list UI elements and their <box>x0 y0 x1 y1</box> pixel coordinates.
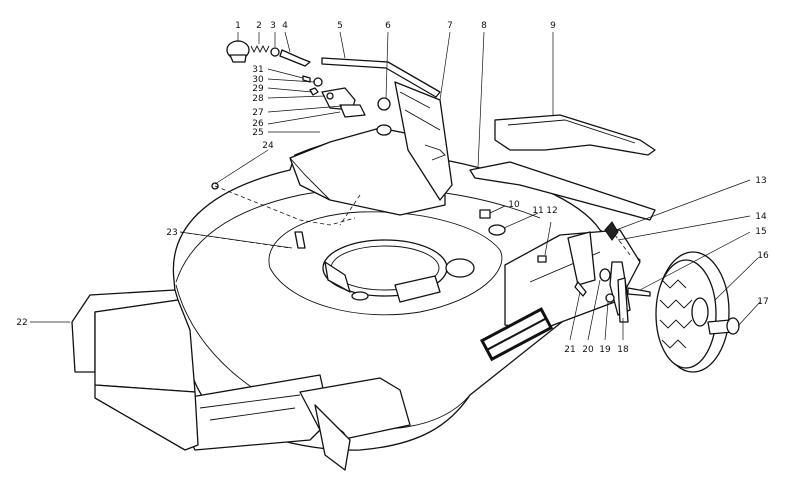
callout-10: 10 <box>508 200 520 210</box>
callout-13: 13 <box>755 176 766 186</box>
warning-decal <box>480 307 554 362</box>
callout-20: 20 <box>582 345 594 355</box>
wheel-height-adjuster-bracket <box>567 221 651 323</box>
callout-19: 19 <box>599 345 611 355</box>
callout-4: 4 <box>282 21 288 31</box>
callout-7: 7 <box>447 21 453 31</box>
rear-discharge-chute <box>71 289 199 451</box>
callout-1: 1 <box>235 21 241 31</box>
wheel <box>655 251 740 373</box>
callout-15: 15 <box>755 227 766 237</box>
callout-5: 5 <box>337 21 343 31</box>
callout-29: 29 <box>252 84 264 94</box>
grass-deflector <box>494 114 656 156</box>
callout-14: 14 <box>755 212 767 222</box>
callout-18: 18 <box>617 345 629 355</box>
callout-leader-lines <box>30 31 761 341</box>
callout-22: 22 <box>16 318 27 328</box>
callout-2: 2 <box>256 21 262 31</box>
callout-6: 6 <box>385 21 391 31</box>
callout-3: 3 <box>270 21 276 31</box>
rear-shield-plate <box>394 81 453 201</box>
mower-deck-housing <box>172 124 641 471</box>
adjuster-rod <box>321 57 441 98</box>
deflector-plate <box>469 161 656 221</box>
callout-9: 9 <box>550 21 556 31</box>
callout-27: 27 <box>252 108 263 118</box>
callout-30: 30 <box>252 75 264 85</box>
callout-21: 21 <box>564 345 575 355</box>
callout-24: 24 <box>262 141 274 151</box>
callout-12: 12 <box>546 206 557 216</box>
callout-16: 16 <box>757 251 769 261</box>
callout-17: 17 <box>757 297 768 307</box>
callout-28: 28 <box>252 94 264 104</box>
callout-26: 26 <box>252 119 264 129</box>
callout-25: 25 <box>252 128 263 138</box>
callout-23: 23 <box>166 228 177 238</box>
callout-labels: 1 2 3 4 5 6 7 8 9 10 11 12 13 14 15 16 1… <box>16 21 769 355</box>
callout-11: 11 <box>532 206 543 216</box>
callout-31: 31 <box>252 65 263 75</box>
small-hardware-parts <box>211 40 547 263</box>
callout-8: 8 <box>481 21 487 31</box>
